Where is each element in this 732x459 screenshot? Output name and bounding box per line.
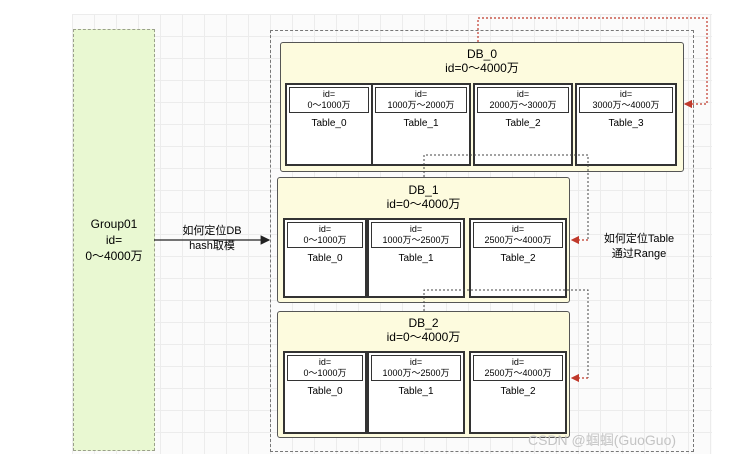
db-0-title: DB_0 xyxy=(466,47,498,61)
db-2-table-0-id-box: id=0～1000万 xyxy=(287,355,363,381)
dotted-link-db1-db2 xyxy=(423,289,589,378)
db-2-table-2-id-box: id=2500万～4000万 xyxy=(473,355,563,381)
db-0-box: DB_0 id=0～4000万 id=0～1000万 Table_0 id=10… xyxy=(280,42,684,172)
db-0-table-1: id=1000万～2000万 Table_1 xyxy=(371,83,471,166)
db-1-table-0-name: Table_0 xyxy=(307,253,343,264)
db-0-table-3-name: Table_3 xyxy=(608,118,644,129)
route-arrow-db0 xyxy=(477,17,708,109)
group-name: Group01 xyxy=(90,217,138,231)
db-2-range: id=0～4000万 xyxy=(386,330,461,344)
db-1-box: DB_1 id=0～4000万 id=0～1000万 Table_0 id=10… xyxy=(277,177,570,303)
db-0-table-1-name: Table_1 xyxy=(403,118,439,129)
db-2-table-1-name: Table_1 xyxy=(398,386,434,397)
db-2-table-1: id=1000万～2500万 Table_1 xyxy=(367,351,465,434)
db-0-table-0-id-box: id=0～1000万 xyxy=(289,87,369,113)
db-1-table-2: id=2500万～4000万 Table_2 xyxy=(469,218,567,298)
db-0-table-2-id-box: id=2000万～3000万 xyxy=(477,87,569,113)
db-1-table-1: id=1000万～2500万 Table_1 xyxy=(367,218,465,298)
db-cluster-container xyxy=(270,30,694,452)
db-0-table-0: id=0～1000万 Table_0 xyxy=(285,83,373,166)
locate-table-label: 如何定位Table 通过Range xyxy=(603,233,675,260)
db-1-table-2-id-box: id=2500万～4000万 xyxy=(473,222,563,248)
db-2-table-2-name: Table_2 xyxy=(500,386,536,397)
db-0-table-0-name: Table_0 xyxy=(311,118,347,129)
locate-db-label: 如何定位DB hash取模 xyxy=(182,225,242,252)
db-1-table-1-name: Table_1 xyxy=(398,253,434,264)
db-1-table-0-id-box: id=0～1000万 xyxy=(287,222,363,248)
db-2-table-0-name: Table_0 xyxy=(307,386,343,397)
db-0-range: id=0～4000万 xyxy=(445,61,519,75)
db-1-range: id=0～4000万 xyxy=(386,197,461,211)
dotted-link-db0-db1 xyxy=(423,154,589,240)
group-id-label: id= xyxy=(105,233,123,247)
db-0-table-1-id-box: id=1000万～2000万 xyxy=(375,87,467,113)
db-0-table-2-name: Table_2 xyxy=(505,118,541,129)
db-1-table-1-id-box: id=1000万～2500万 xyxy=(371,222,461,248)
db-2-table-2: id=2500万～4000万 Table_2 xyxy=(469,351,567,434)
db-2-title: DB_2 xyxy=(408,316,439,330)
db-1-table-2-name: Table_2 xyxy=(500,253,536,264)
db-2-table-0: id=0～1000万 Table_0 xyxy=(283,351,367,434)
db-1-title: DB_1 xyxy=(408,183,439,197)
db-0-table-2: id=2000万～3000万 Table_2 xyxy=(473,83,573,166)
watermark: CSDN @蝈蝈(GuoGuo) xyxy=(528,432,677,448)
group-range: 0～4000万 xyxy=(85,249,143,263)
db-0-table-3-id-box: id=3000万～4000万 xyxy=(579,87,673,113)
group-box: Group01 id= 0～4000万 xyxy=(73,29,155,451)
db-0-table-3: id=3000万～4000万 Table_3 xyxy=(575,83,677,166)
db-2-table-1-id-box: id=1000万～2500万 xyxy=(371,355,461,381)
db-2-box: DB_2 id=0～4000万 id=0～1000万 Table_0 id=10… xyxy=(277,311,570,438)
db-1-table-0: id=0～1000万 Table_0 xyxy=(283,218,367,298)
